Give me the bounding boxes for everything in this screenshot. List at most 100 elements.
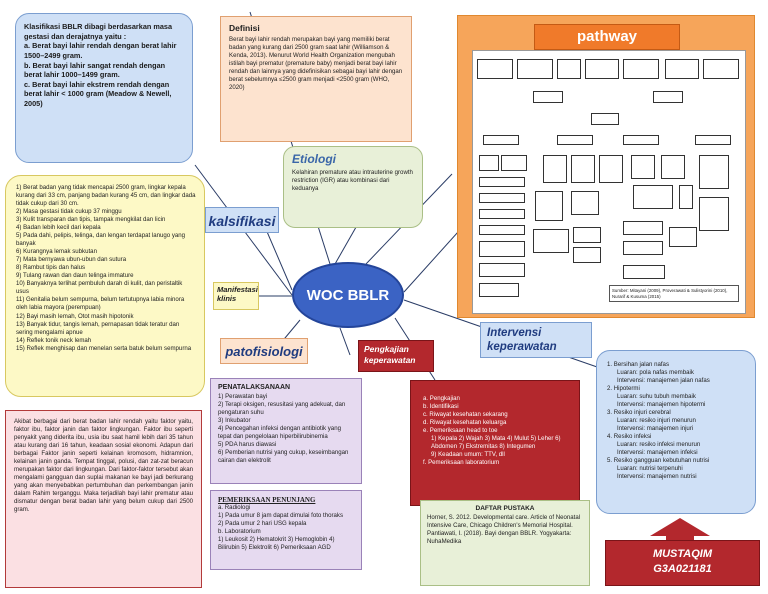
penunjang-item: 1) Leukosit 2) Hematokrit 3) Hemoglobin … [218, 536, 335, 552]
pathway-diagram: Sumber: Mitayani (2009), Proverawati & S… [472, 50, 746, 314]
manifestasi-label: Manifestasi klinis [213, 282, 259, 310]
pathway-node [699, 155, 729, 189]
penunjang-item: 2) Pada umur 2 hari USG kepala [218, 520, 307, 528]
kalsifikasi-label: kalsifikasi [205, 207, 279, 233]
etiologi-text: Kelahiran premature atau intrauterine gr… [292, 169, 413, 193]
up-arrow-icon [650, 518, 710, 544]
penatalaksanaan-title: PENATALAKSANAAN [218, 384, 291, 391]
definisi-title: Definisi [229, 23, 260, 33]
penatalaksanaan-item: 6) Pemberian nutrisi yang cukup, keseimb… [218, 449, 349, 465]
pathway-node [679, 185, 693, 209]
etiologi-box: Etiologi Kelahiran premature atau intrau… [283, 146, 423, 228]
pathway-node [631, 155, 655, 179]
pathway-node [695, 135, 731, 145]
manifestasi-item: 11) Genitalia belum sempurna, belum tert… [16, 296, 185, 312]
penunjang-title: PEMERIKSAAN PENUNJANG [218, 496, 316, 504]
manifestasi-item: 12) Bayi masih lemah, Otot masih hipoton… [16, 312, 134, 320]
pathway-node [623, 265, 665, 279]
pathway-source: Sumber: Mitayani (2009), Proverawati & S… [609, 285, 739, 302]
patofisiologi-label: patofisiologi [220, 338, 308, 364]
pathway-node [571, 155, 595, 183]
intervensi-item: Intervensi: manajemen jalan nafas [617, 377, 710, 385]
penunjang-item: b. Laboratorium [218, 528, 261, 536]
manifestasi-item: 3) Kulit transparan dan tipis, tampak me… [16, 216, 166, 224]
penunjang-box: PEMERIKSAAN PENUNJANG a. Radiologi 1) Pa… [210, 490, 362, 570]
pathway-node [571, 191, 599, 215]
pathway-node [665, 59, 699, 79]
manifestasi-item: 2) Masa gestasi tidak cukup 37 minggu [16, 208, 122, 216]
pengkajian-item: 9) Keadaan umum: TTV, dll [431, 451, 505, 459]
intervensi-item: Intervensi: manajemen hipotermi [617, 401, 706, 409]
klasifikasi-box: Klasifikasi BBLR dibagi berdasarkan masa… [15, 13, 193, 163]
intervensi-item: 5. Resiko gangguan kebutuhan nutrisi [607, 457, 710, 465]
manifestasi-item: 15) Reflek menghisap dan menelan serta b… [16, 344, 192, 352]
etiologi-label: Etiologi [292, 152, 336, 166]
pathway-node [479, 209, 525, 219]
klasifikasi-item: b. Berat bayi lahir sangat rendah dengan… [24, 60, 166, 80]
intervensi-item: 1. Bersihan jalan nafas [607, 361, 669, 368]
pengkajian-item: 1) Kepala 2) Wajah 3) Mata 4) Mulut 5) L… [431, 435, 561, 451]
pathway-node [623, 135, 659, 145]
pathway-node [557, 59, 581, 79]
pathway-node [653, 91, 683, 103]
pustaka-title: DAFTAR PUSTAKA [475, 505, 535, 512]
pathway-node [479, 225, 525, 235]
pustaka-item: Horner, S. 2012. Developmental care. Art… [427, 514, 581, 530]
manifestasi-item: 5) Pada dahi, pelipis, telinga, dan leng… [16, 232, 186, 248]
pathway-node [477, 59, 513, 79]
pathway-node [501, 155, 527, 171]
pathway-node [557, 135, 593, 145]
intervensi-item: Luaran: pola nafas membaik [617, 369, 694, 377]
pathway-title: pathway [534, 24, 680, 50]
penunjang-subtitle: a. Radiologi [218, 504, 251, 511]
pathway-node [623, 241, 663, 255]
pathway-node [585, 59, 619, 79]
pathway-node [623, 59, 659, 79]
pathway-node [699, 197, 729, 231]
penatalaksanaan-item: 3) Inkubator [218, 417, 251, 425]
pathway-node [483, 135, 519, 145]
penatalaksanaan-item: 2) Terapi oksigen, resusitasi yang adeku… [218, 401, 346, 417]
pathway-panel: pathway [457, 15, 755, 318]
pathway-node [479, 193, 525, 203]
pathway-node [623, 221, 663, 235]
pathway-node [543, 155, 567, 183]
intervensi-item: Intervensi: manajemen infeksi [617, 449, 698, 457]
manifestasi-item: 13) Banyak tidur, tangis lemah, pernapas… [16, 320, 180, 336]
pustaka-item: Pantiawati, I. (2018). Bayi dengan BBLR.… [427, 530, 572, 546]
pathway-node [533, 91, 563, 103]
manifestasi-item: 10) Banyaknya terlihat pembuluh darah di… [16, 280, 183, 296]
intervensi-item: Luaran: suhu tubuh membaik [617, 393, 696, 401]
penatalaksanaan-box: PENATALAKSANAAN 1) Perawatan bayi 2) Ter… [210, 378, 362, 484]
pathway-node [703, 59, 739, 79]
intervensi-item: Luaran: resiko injuri menurun [617, 417, 696, 425]
intervensi-box: 1. Bersihan jalan nafas Luaran: pola naf… [596, 350, 756, 514]
pengkajian-item: f. Pemeriksaan laboratorium [423, 459, 500, 467]
intervensi-item: Luaran: nutrisi terpenuhi [617, 465, 683, 473]
pathway-node [661, 155, 685, 179]
penatalaksanaan-item: 5) PDA harus diawasi [218, 441, 277, 449]
intervensi-item: 3. Resiko injuri cerebral [607, 409, 671, 417]
pathway-node [517, 59, 553, 79]
definisi-box: Definisi Berat bayi lahir rendah merupak… [220, 16, 412, 142]
penatalaksanaan-item: 4) Pencegahan infeksi dengan antibiotik … [218, 425, 341, 441]
pathway-node [533, 229, 569, 253]
author-name: MUSTAQIM [652, 548, 713, 560]
patofisiologi-text: Akibat berbagai dari berat badan lahir r… [14, 418, 193, 514]
author-id: G3A021181 [653, 562, 712, 575]
manifestasi-item: 6) Kurangnya lemak subkutan [16, 248, 97, 256]
manifestasi-item: 9) Tulang rawan dan daun telinga immatur… [16, 272, 134, 280]
patofisiologi-box: Akibat berbagai dari berat badan lahir r… [5, 410, 202, 588]
manifestasi-item: 14) Reflek tonik neck lemah [16, 336, 92, 344]
penatalaksanaan-item: 1) Perawatan bayi [218, 393, 268, 400]
pengkajian-item: c. Riwayat kesehatan sekarang [423, 411, 508, 419]
intervensi-item: Intervensi: manajemen nutrisi [617, 473, 697, 481]
definisi-text: Berat bayi lahir rendah merupakan bayi y… [229, 36, 403, 92]
penunjang-item: 1) Pada umur 8 jam dapat dimulai foto th… [218, 512, 343, 520]
intervensi-item: Intervensi: manajemen injuri [617, 425, 694, 433]
pathway-node [633, 185, 673, 209]
pathway-node [669, 227, 697, 247]
author-box: MUSTAQIM G3A021181 [605, 540, 760, 586]
pathway-node [479, 283, 519, 297]
manifestasi-item: 8) Rambut tipis dan halus [16, 264, 86, 272]
